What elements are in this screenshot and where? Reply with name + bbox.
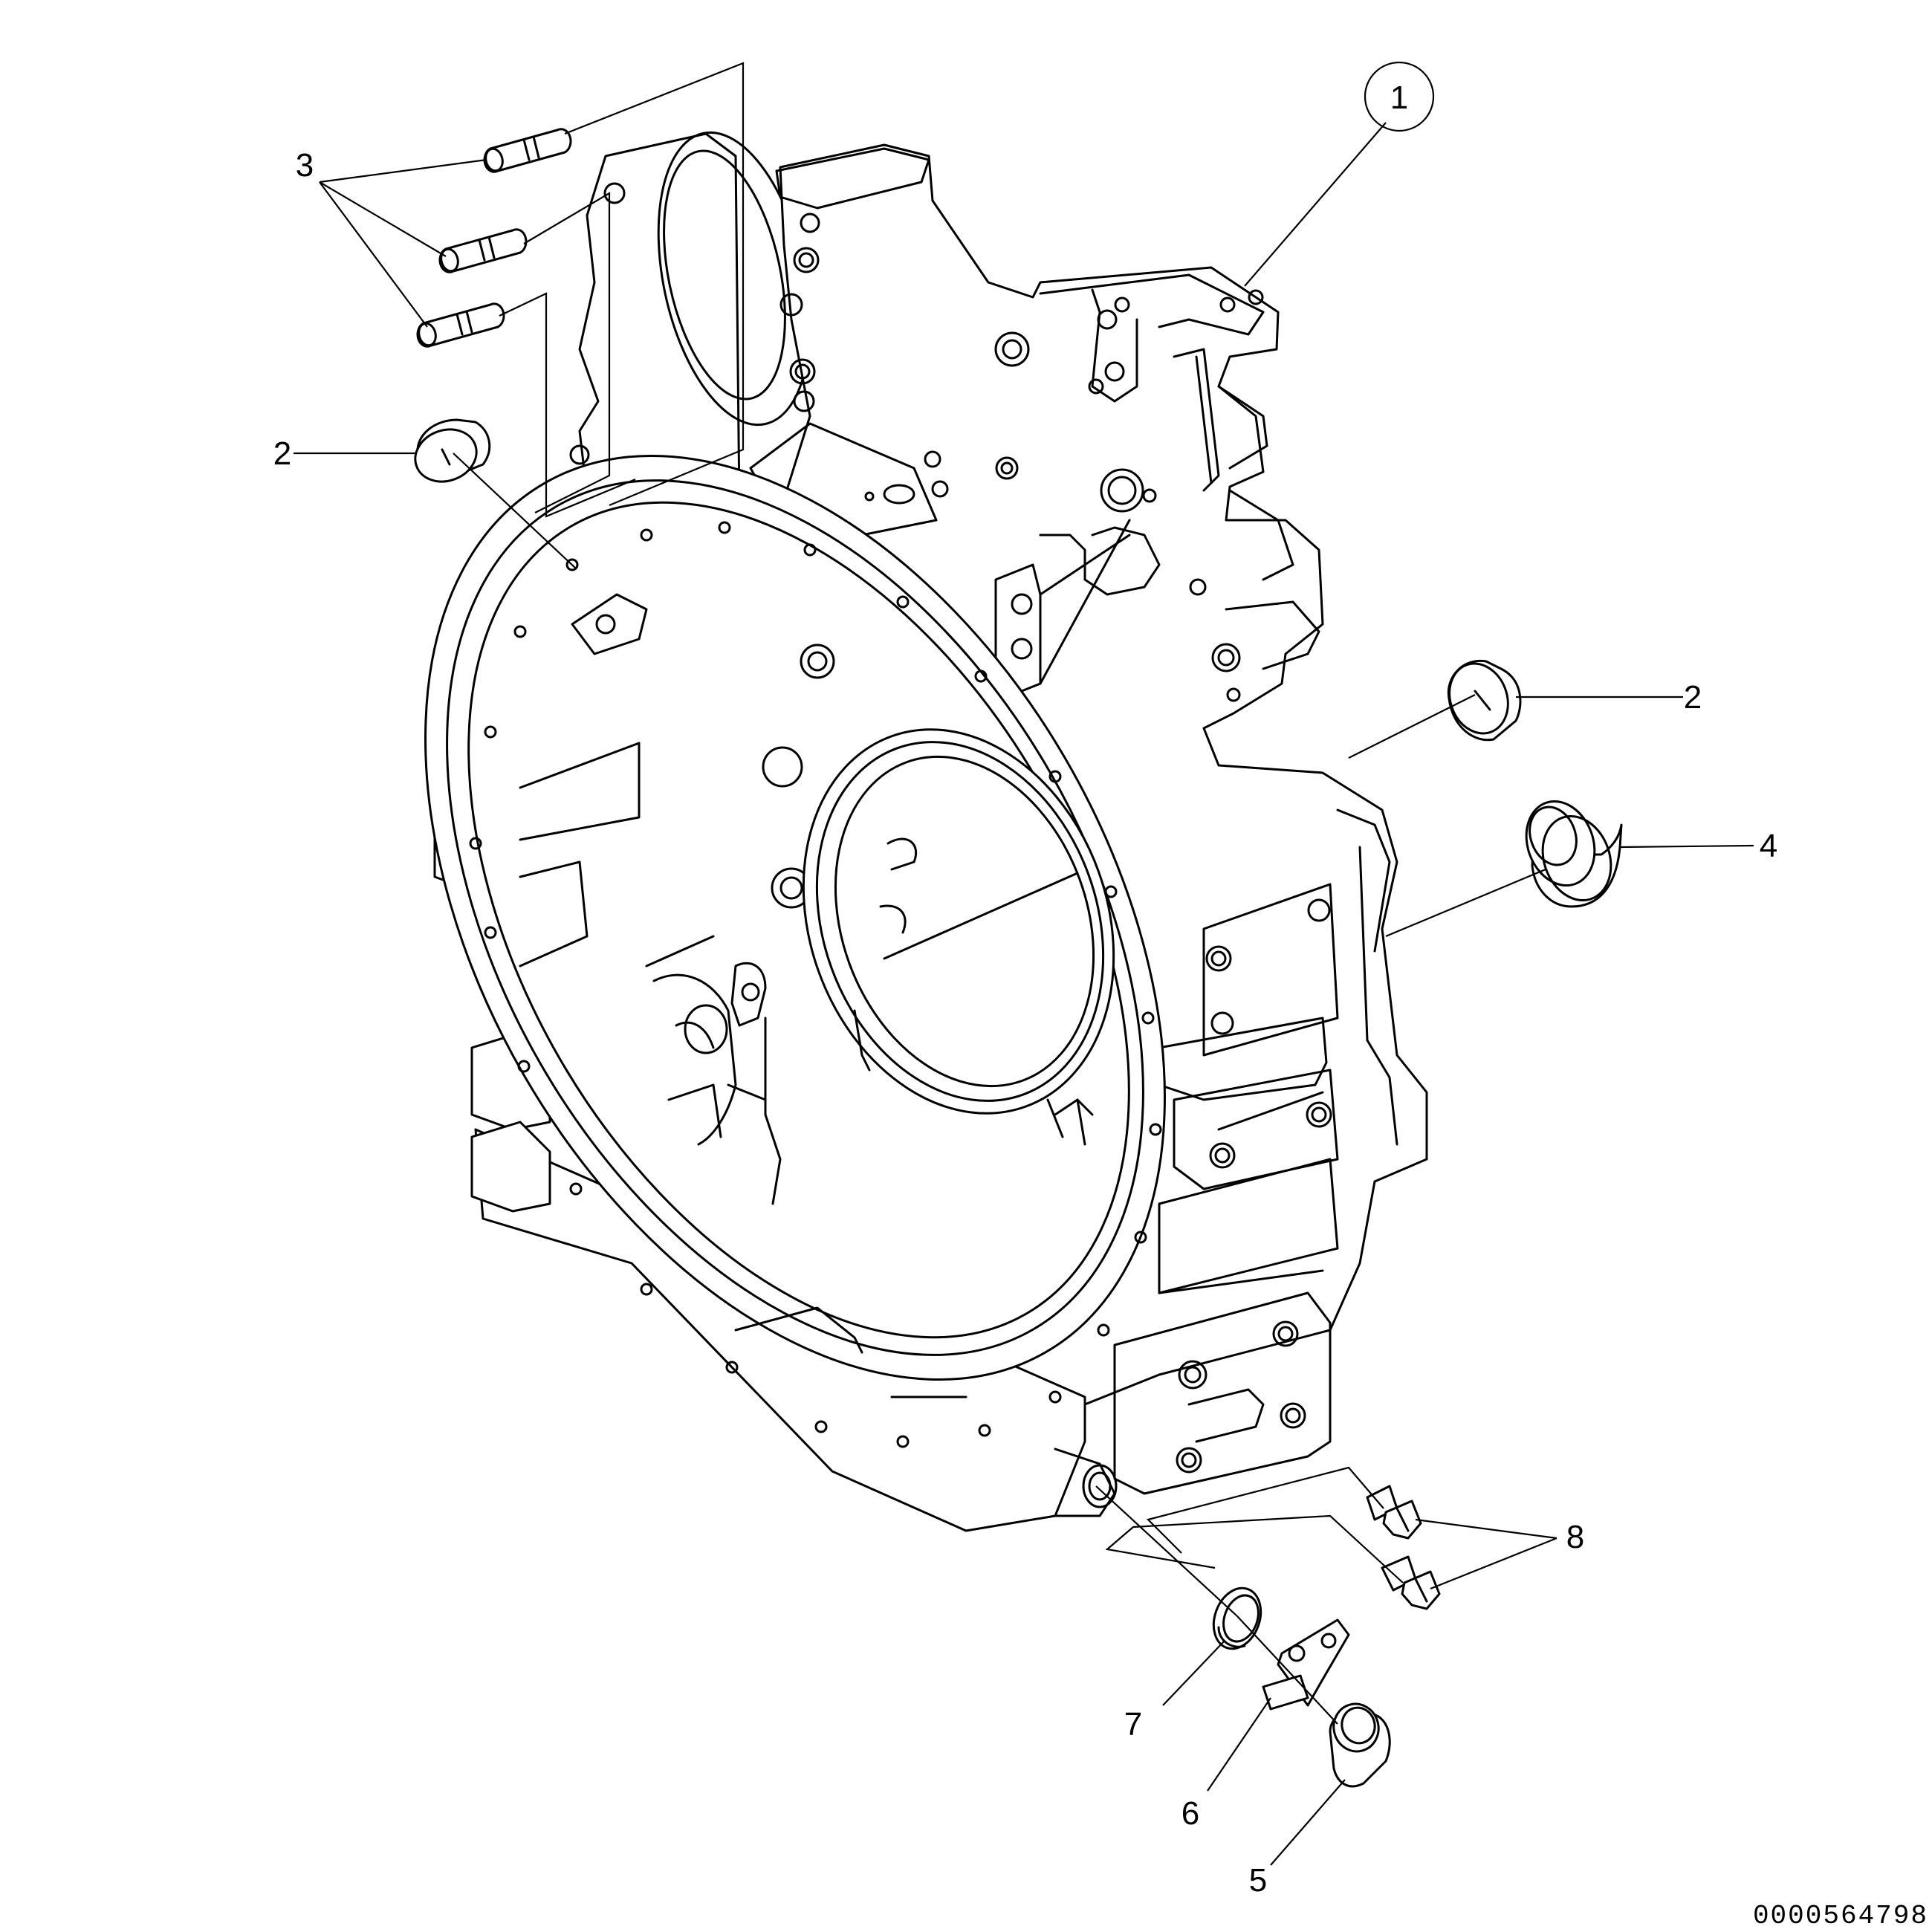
flange-bolt-holes <box>469 521 1162 1448</box>
dowel-pin-2 <box>438 228 528 273</box>
callout-4-label: 4 <box>1760 828 1777 864</box>
dowel-pins <box>416 128 572 348</box>
callout-7-label: 7 <box>1124 1706 1142 1743</box>
dowel-pin-1 <box>483 128 572 173</box>
callout-1: 1 <box>1364 61 1435 132</box>
center-bore-outer <box>802 728 1115 1115</box>
callout-2-right-label: 2 <box>1684 679 1702 716</box>
callout-1-label: 1 <box>1390 80 1408 116</box>
bolt-upper <box>1366 1485 1422 1540</box>
reference-number: 0000564798 <box>1753 1901 1928 1931</box>
leader-lines <box>294 62 1754 1866</box>
plug-right <box>1447 659 1522 742</box>
dowel-pin-3 <box>416 302 505 348</box>
plate <box>1262 1618 1350 1711</box>
bell-flange-outer <box>424 455 1166 1381</box>
bolt-lower <box>1381 1555 1441 1610</box>
callout-2-left-label: 2 <box>273 435 291 472</box>
plug-large <box>1525 800 1623 908</box>
callout-6-label: 6 <box>1181 1795 1199 1832</box>
left-lug-bottom <box>470 1121 551 1213</box>
flywheel-housing <box>424 131 1428 1532</box>
plug-bottom <box>1329 1702 1391 1788</box>
callout-5-label: 5 <box>1249 1862 1267 1899</box>
callout-3-label: 3 <box>296 147 314 184</box>
seal-ring <box>1212 1586 1262 1650</box>
plug-left <box>414 418 491 483</box>
callout-8-label: 8 <box>1566 1519 1584 1555</box>
